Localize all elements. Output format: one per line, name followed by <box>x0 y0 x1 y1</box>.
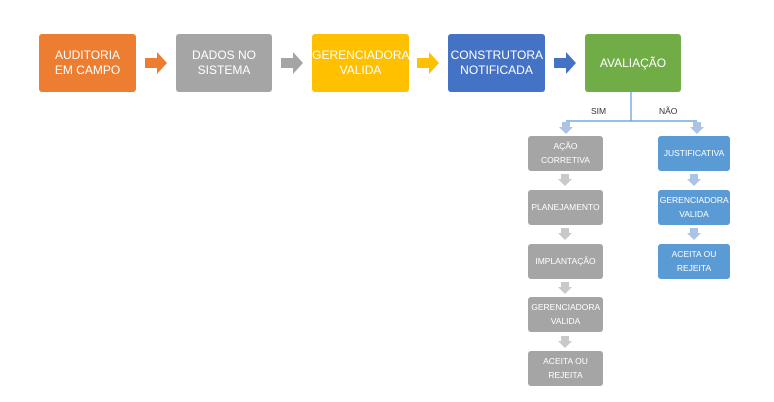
step-label: JUSTIFICATIVA <box>663 147 725 158</box>
arrow-down-icon <box>558 336 572 348</box>
sim-step-implantacao: IMPLANTAÇÃO <box>528 244 603 279</box>
sim-step-acao-corretiva: AÇÃO CORRETIVA <box>528 136 603 171</box>
step-label: GERENCIADORA VALIDA <box>659 194 729 219</box>
step-label: AÇÃO CORRETIVA <box>541 140 590 165</box>
sim-step-gerenciadora-valida: GERENCIADORA VALIDA <box>528 297 603 332</box>
arrow-down-icon <box>559 122 573 134</box>
arrow-right-icon <box>417 52 439 74</box>
arrow-down-icon <box>558 228 572 240</box>
branch-label-nao: NÃO <box>659 106 678 116</box>
branch-label-sim: SIM <box>591 106 607 116</box>
nao-step-justificativa: JUSTIFICATIVA <box>658 136 730 171</box>
arrow-right-icon <box>145 52 167 74</box>
step-avaliacao: AVALIAÇÃO <box>585 34 681 92</box>
step-construtora-notificada: CONSTRUTORA NOTIFICADA <box>448 34 545 92</box>
arrow-down-icon <box>558 174 572 186</box>
step-label: PLANEJAMENTO <box>531 201 600 212</box>
arrow-right-icon <box>554 52 576 74</box>
arrow-down-icon <box>687 174 701 186</box>
step-label: AUDITORIA EM CAMPO <box>54 48 121 77</box>
step-label: GERENCIADORA VALIDA <box>312 48 410 77</box>
step-label: AVALIAÇÃO <box>599 55 667 70</box>
arrow-down-icon <box>690 122 704 134</box>
nao-step-aceita-ou-rejeita: ACEITA OU REJEITA <box>658 244 730 279</box>
step-dados-no-sistema: DADOS NO SISTEMA <box>176 34 272 92</box>
step-gerenciadora-valida: GERENCIADORA VALIDA <box>312 34 410 92</box>
sim-step-planejamento: PLANEJAMENTO <box>528 190 603 225</box>
sim-step-aceita-ou-rejeita: ACEITA OU REJEITA <box>528 351 603 386</box>
step-auditoria-em-campo: AUDITORIA EM CAMPO <box>39 34 136 92</box>
step-label: DADOS NO SISTEMA <box>191 48 256 77</box>
arrow-down-icon <box>558 282 572 294</box>
step-label: IMPLANTAÇÃO <box>535 255 596 266</box>
step-label: GERENCIADORA VALIDA <box>531 301 601 326</box>
step-label: ACEITA OU REJEITA <box>543 355 588 380</box>
step-label: ACEITA OU REJEITA <box>671 248 717 273</box>
step-label: CONSTRUTORA NOTIFICADA <box>450 48 544 77</box>
arrow-down-icon <box>687 228 701 240</box>
arrow-right-icon <box>281 52 303 74</box>
nao-step-gerenciadora-valida: GERENCIADORA VALIDA <box>658 190 730 225</box>
